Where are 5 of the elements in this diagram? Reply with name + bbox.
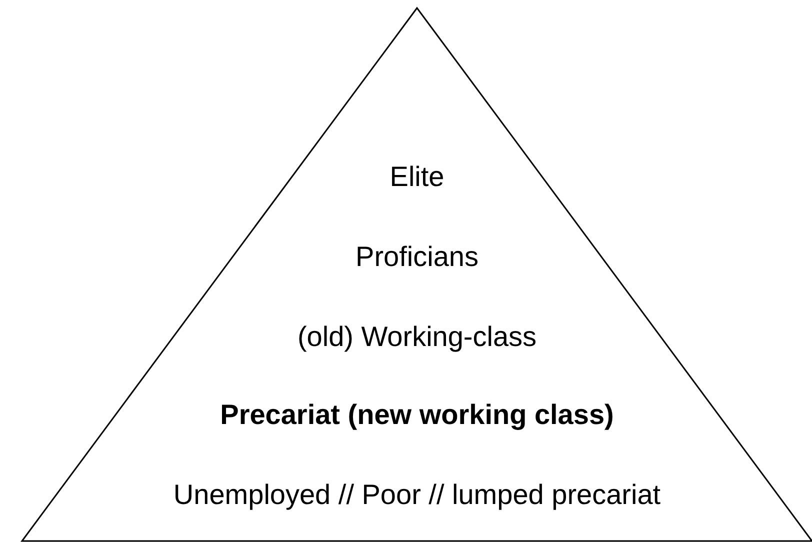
tier-label: Proficians [356, 240, 478, 274]
tier-label: Unemployed // Poor // lumped precariat [173, 478, 661, 512]
tier-label: (old) Working-class [297, 320, 537, 354]
tier-label: Elite [390, 160, 444, 194]
tier-label: Precariat (new working class) [220, 398, 614, 432]
